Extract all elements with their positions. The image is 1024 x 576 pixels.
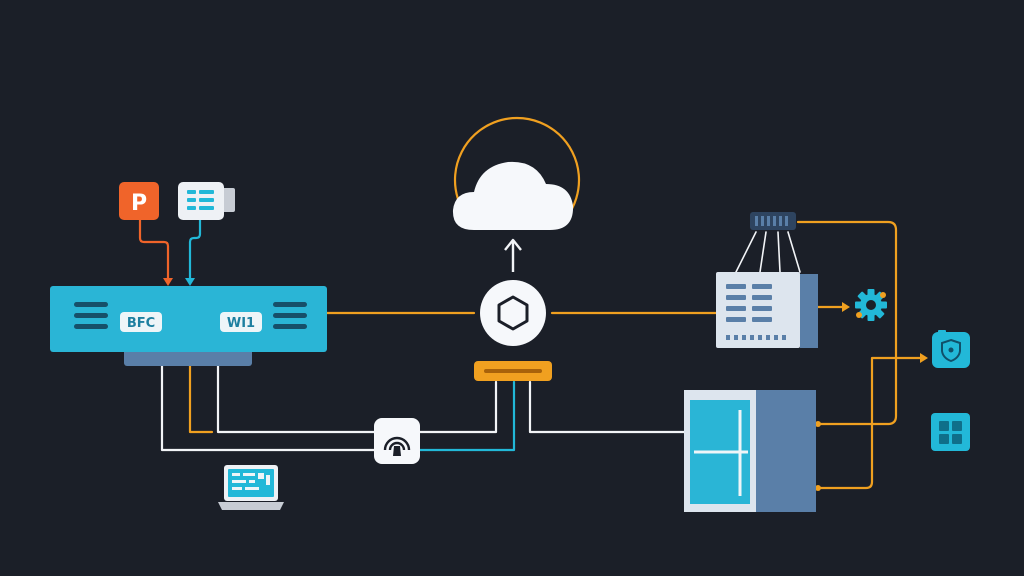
- up-arrow-icon: [504, 238, 522, 272]
- laptop-icon[interactable]: [218, 465, 284, 510]
- switch-down-line-1: [160, 364, 376, 452]
- switch-label-left-box: [120, 312, 162, 332]
- cloud-orbit-arc: [453, 116, 581, 219]
- rack-connector-1: [735, 231, 757, 273]
- gear-icon[interactable]: [855, 289, 887, 321]
- main-switch[interactable]: BFC WI1: [50, 286, 327, 366]
- storage-port-2: [815, 485, 821, 491]
- switch-vent-left: [74, 302, 108, 329]
- switch-label-right: WI1: [227, 316, 255, 331]
- server-card-icon[interactable]: [178, 182, 235, 220]
- hexagon-hub-icon[interactable]: [480, 280, 546, 346]
- switch-down-line-2: [216, 364, 376, 434]
- rack-connector-3: [777, 231, 781, 273]
- p-badge-connector: [138, 218, 170, 284]
- storage-port-1: [815, 421, 821, 427]
- router-device[interactable]: [474, 361, 552, 381]
- card-connector: [188, 218, 202, 284]
- p-badge[interactable]: P: [119, 182, 159, 220]
- storage-lower-orange: [816, 356, 926, 490]
- gear-arrowhead: [842, 302, 850, 312]
- rack-connector-4: [787, 231, 801, 273]
- switch-label-right-box: [220, 312, 262, 332]
- router-to-storage-line: [528, 380, 686, 434]
- arrowheads: [163, 278, 928, 491]
- cloud-icon[interactable]: [452, 116, 581, 230]
- switch-down-line-3: [188, 364, 214, 434]
- rack-connector-2: [759, 231, 767, 273]
- card-arrowhead: [185, 278, 195, 286]
- shield-arrowhead: [920, 353, 928, 363]
- switch-vent-right: [273, 302, 307, 329]
- connector-lines: [138, 218, 926, 490]
- rack-top-orange: [796, 220, 898, 426]
- p-arrowhead: [163, 278, 173, 286]
- router-to-ap-white: [418, 380, 498, 434]
- p-badge-letter: P: [131, 191, 147, 216]
- cloud-shape: [452, 161, 574, 230]
- storage-cabinet-icon[interactable]: [684, 390, 816, 512]
- grid-app-icon[interactable]: [931, 413, 970, 451]
- router-to-ap-teal: [418, 380, 516, 452]
- switch-label-left: BFC: [127, 316, 155, 331]
- shield-icon[interactable]: [932, 330, 970, 368]
- wifi-access-point-icon[interactable]: [374, 418, 420, 464]
- network-port-connector: [750, 212, 796, 230]
- rack-server-icon[interactable]: [716, 272, 818, 348]
